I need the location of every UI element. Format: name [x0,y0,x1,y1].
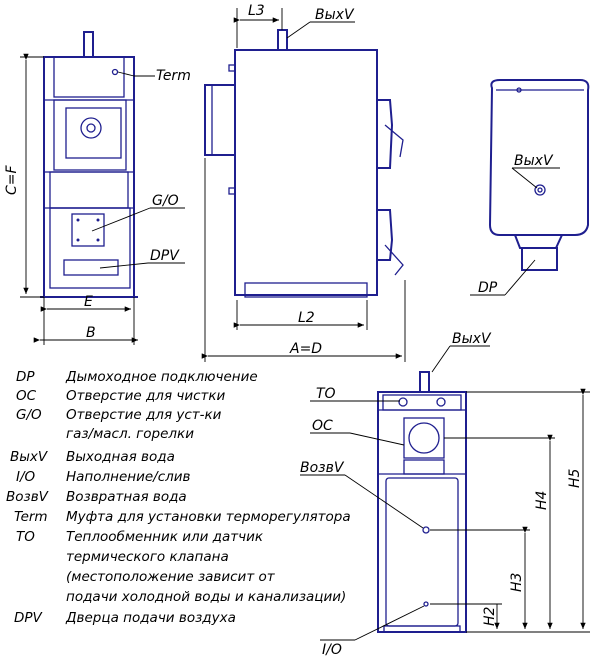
legend-code: ВозвV [6,489,50,505]
flue-connector [204,84,236,156]
side-outlet-pipe [277,29,288,51]
label-c-f: C=F [4,164,20,195]
back-view [377,371,467,633]
label-return-water: ВозвV [300,460,345,476]
label-outlet-top: ВыхV [514,153,554,169]
label-outlet-back: ВыхV [452,331,492,347]
burner-flame-icon [80,117,102,139]
legend-code: ВыхV [10,449,49,465]
top-body [488,79,590,236]
label-e: E [84,294,93,310]
legend-text: Муфта для установки терморегулятора [66,509,351,525]
legend-code: OC [16,388,37,404]
legend-code: I/O [16,469,36,485]
legend-text: Возвратная вода [66,489,187,505]
front-dimensions [20,53,185,345]
air-door [63,259,119,276]
legend-code: G/O [16,407,42,423]
label-l2: L2 [298,310,315,326]
back-outlet-pipe [419,371,430,393]
label-term: Term [156,68,191,84]
front-outlet-pipe [83,31,94,58]
label-to: TO [316,386,336,402]
label-h2: H2 [482,606,498,626]
legend-text: подачи холодной воды и канализации) [66,589,346,605]
legend-text: Дверца подачи воздуха [65,610,236,626]
label-a-d: A=D [289,341,322,357]
legend-text: (местоположение зависит от [66,569,276,585]
legend-text: Теплообменник или датчик [66,529,264,545]
back-body [377,391,467,633]
side-dimensions [201,8,406,362]
label-outlet-side: ВыхV [315,7,355,23]
top-outlet-point [534,184,546,196]
label-h5: H5 [567,468,583,488]
label-g-o: G/O [152,193,179,209]
side-view [204,29,404,298]
front-body [43,56,135,298]
legend-text: газ/масл. горелки [66,426,194,442]
back-dimensions [300,345,590,641]
cleaning-opening [408,422,440,454]
legend-code: TO [16,529,35,545]
burner-plate [65,107,122,159]
legend-text: Дымоходное подключение [65,369,258,385]
legend-text: термического клапана [66,549,229,565]
top-view [470,79,590,296]
legend-code: DPV [14,610,44,626]
gas-burner-opening [71,213,105,247]
label-b: B [86,325,96,341]
legend-text: Отверстие для чистки [66,388,226,404]
label-i-o: I/O [322,642,342,658]
legend-text: Наполнение/слив [66,469,191,485]
side-body [234,49,378,296]
label-oc: OC [312,418,333,434]
label-l3: L3 [248,3,265,19]
legend-code: DP [16,369,35,385]
fill-drain-point [423,601,429,607]
legend-code: Term [14,509,48,525]
legend-text: Выходная вода [66,449,175,465]
label-dpv: DPV [150,248,180,264]
top-flue [521,247,558,271]
label-dp: DP [478,280,498,296]
label-h4: H4 [534,491,550,510]
legend: DP Дымоходное подключение OC Отверстие д… [6,369,351,626]
thermoregulator-socket [111,68,119,76]
front-view [40,31,138,298]
return-water-point [422,526,430,534]
legend-text: Отверстие для уст-ки [66,407,222,423]
label-h3: H3 [509,573,525,592]
